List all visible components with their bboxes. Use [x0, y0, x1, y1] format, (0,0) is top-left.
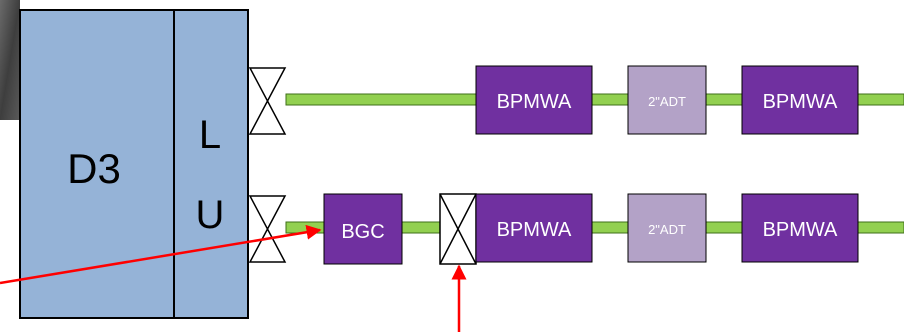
magnet-bottom-label: U	[196, 193, 225, 237]
lower-adt[interactable]: 2"ADT	[627, 193, 707, 263]
lower-bpmwa-2-label: BPMWA	[763, 219, 838, 241]
magnet-block: D3 L U	[19, 9, 249, 319]
lower-adt-label: 2"ADT	[648, 222, 686, 237]
upper-bpmwa-1-label: BPMWA	[497, 91, 572, 113]
gate-valve-icon[interactable]	[248, 195, 287, 263]
lower-bpmwa-2[interactable]: BPMWA	[741, 193, 859, 263]
upper-adt-label: 2"ADT	[648, 94, 686, 109]
upper-bpmwa-2-label: BPMWA	[763, 91, 838, 113]
lower-beam-pipe	[285, 221, 904, 234]
upper-adt[interactable]: 2"ADT	[627, 65, 707, 135]
upper-bpmwa-1[interactable]: BPMWA	[475, 65, 593, 135]
photo-corner	[0, 0, 20, 120]
gate-valve-icon[interactable]	[248, 67, 287, 135]
lower-bgc-label: BGC	[341, 221, 384, 243]
lower-bpmwa-1-label: BPMWA	[497, 219, 572, 241]
upper-beam-pipe	[285, 93, 904, 106]
lower-bpmwa-1[interactable]: BPMWA	[475, 193, 593, 263]
magnet-top-label: L	[199, 113, 221, 157]
upper-bpmwa-2[interactable]: BPMWA	[741, 65, 859, 135]
pointer-arrow-icon	[0, 224, 322, 285]
gate-valve-icon[interactable]	[439, 193, 477, 265]
magnet-body	[19, 9, 249, 319]
magnet-name: D3	[67, 145, 121, 192]
lower-bgc[interactable]: BGC	[323, 193, 403, 265]
